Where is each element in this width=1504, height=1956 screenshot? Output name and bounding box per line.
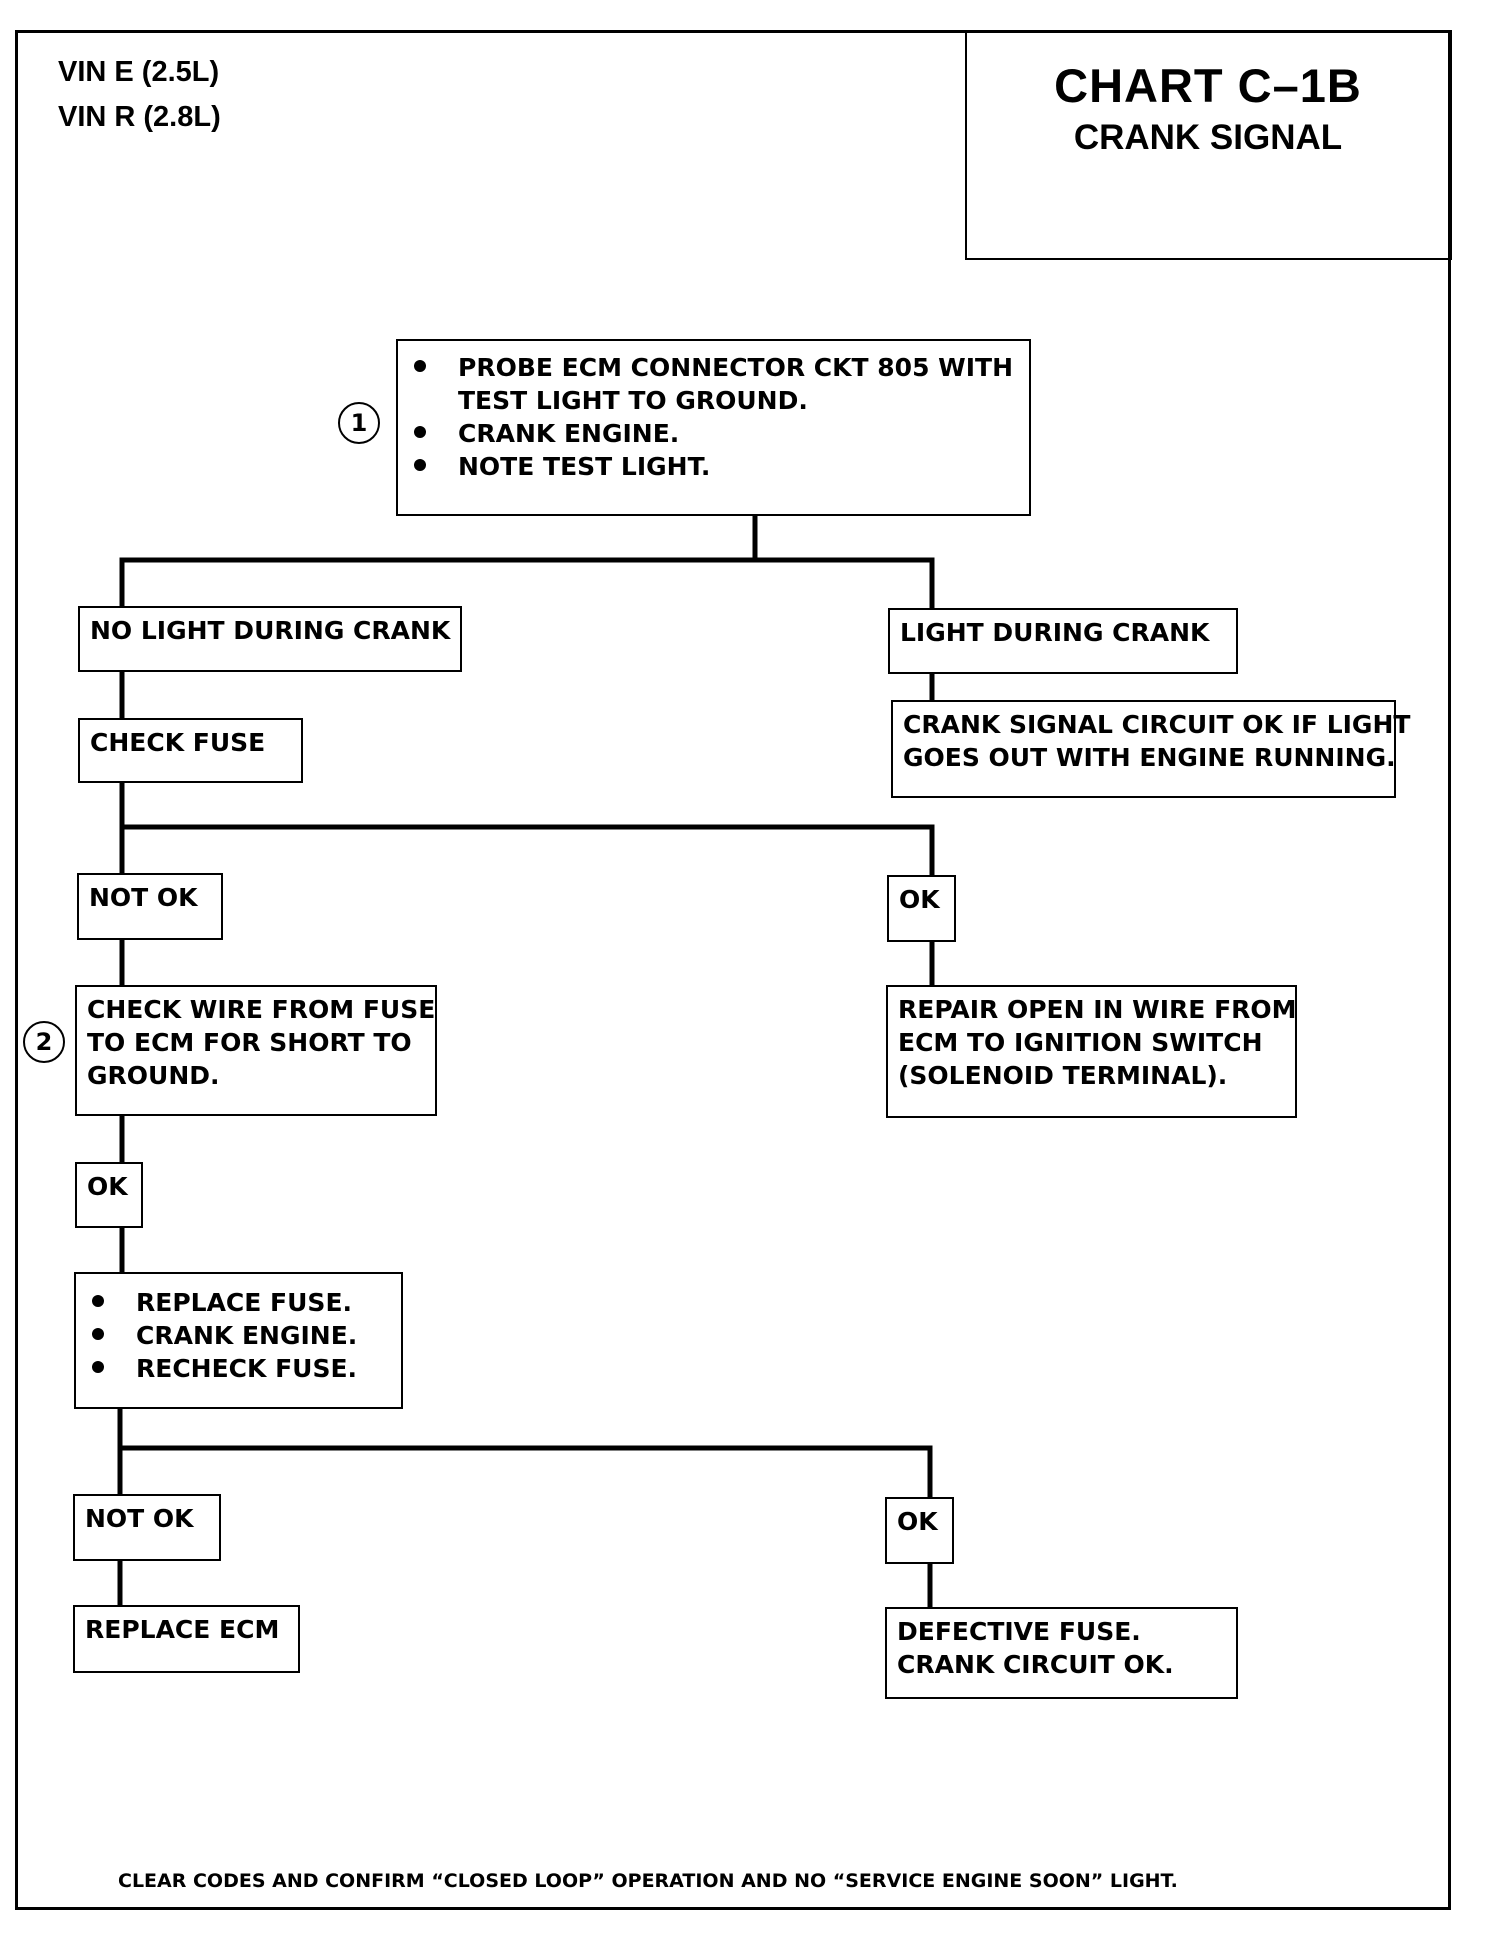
probe-bullet-2: CRANK ENGINE. xyxy=(408,417,1019,450)
replace-bullet-1: REPLACE FUSE. xyxy=(86,1286,391,1319)
replace-bullet-3: RECHECK FUSE. xyxy=(86,1352,391,1385)
connector-fuse-split xyxy=(119,779,935,878)
no-light-during-crank-box: NO LIGHT DURING CRANK xyxy=(78,606,462,672)
bullet-icon xyxy=(414,360,426,372)
chart-subtitle: CRANK SIGNAL xyxy=(1073,118,1343,157)
vin-line-1: VIN E (2.5L) xyxy=(58,56,220,88)
bullet-icon xyxy=(414,426,426,438)
chart-frame xyxy=(15,30,1451,1910)
wire-ok-box: OK xyxy=(75,1162,143,1228)
chart-title: CHART C–1B xyxy=(1054,59,1362,112)
fuse-ok-box: OK xyxy=(887,875,956,942)
bullet-icon xyxy=(92,1361,104,1373)
recheck-not-ok-box: NOT OK xyxy=(73,1494,221,1561)
repair-open-wire-box: REPAIR OPEN IN WIRE FROM ECM TO IGNITION… xyxy=(886,985,1297,1118)
fuse-not-ok-box: NOT OK xyxy=(77,873,223,940)
step-number-1: 1 xyxy=(338,402,380,444)
probe-bullet-3: NOTE TEST LIGHT. xyxy=(408,450,1019,483)
probe-ecm-box: PROBE ECM CONNECTOR CKT 805 WITH TEST LI… xyxy=(396,339,1031,516)
bullet-icon xyxy=(92,1328,104,1340)
footer-instruction: CLEAR CODES AND CONFIRM “CLOSED LOOP” OP… xyxy=(118,1870,1178,1892)
light-during-crank-box: LIGHT DURING CRANK xyxy=(888,608,1238,674)
check-fuse-box: CHECK FUSE xyxy=(78,718,303,783)
connector-replace-split xyxy=(117,1405,933,1500)
crank-signal-ok-box: CRANK SIGNAL CIRCUIT OK IF LIGHT GOES OU… xyxy=(891,700,1410,798)
replace-bullet-2: CRANK ENGINE. xyxy=(86,1319,391,1352)
check-wire-box: CHECK WIRE FROM FUSE TO ECM FOR SHORT TO… xyxy=(75,985,437,1116)
probe-bullet-1: PROBE ECM CONNECTOR CKT 805 WITH TEST LI… xyxy=(408,351,1019,417)
step-number-2: 2 xyxy=(23,1021,65,1063)
chart-title-box: CHART C–1B CRANK SIGNAL xyxy=(965,30,1452,260)
recheck-ok-box: OK xyxy=(885,1497,954,1564)
defective-fuse-box: DEFECTIVE FUSE. CRANK CIRCUIT OK. xyxy=(885,1607,1238,1699)
replace-ecm-box: REPLACE ECM xyxy=(73,1605,300,1673)
replace-fuse-box: REPLACE FUSE. CRANK ENGINE. RECHECK FUSE… xyxy=(74,1272,403,1409)
bullet-icon xyxy=(92,1295,104,1307)
vin-line-2: VIN R (2.8L) xyxy=(58,101,221,133)
bullet-icon xyxy=(414,459,426,471)
connector-probe-split xyxy=(119,512,935,610)
